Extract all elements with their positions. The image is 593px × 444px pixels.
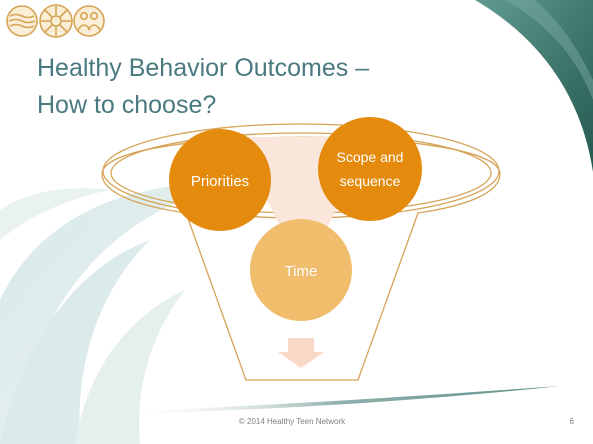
corner-decoration-highlight bbox=[505, 0, 593, 100]
circle-label-scope-line-2: sequence bbox=[340, 173, 401, 189]
swirl-decoration bbox=[0, 240, 150, 444]
circle-label-scope-line-1: Scope and bbox=[337, 149, 404, 165]
down-arrow-icon bbox=[278, 338, 324, 368]
circle-time bbox=[250, 219, 352, 321]
swirl-decoration bbox=[75, 290, 185, 444]
title-line-2: How to choose? bbox=[37, 91, 217, 119]
page-number: 6 bbox=[569, 417, 574, 426]
footer-line bbox=[120, 386, 560, 414]
circle-priorities bbox=[169, 129, 271, 231]
circle-label-time: Time bbox=[285, 263, 318, 280]
logo-icon bbox=[6, 4, 105, 38]
circle-scope-and-sequence bbox=[318, 117, 422, 221]
swirl-decoration bbox=[0, 182, 235, 444]
corner-decoration bbox=[475, 0, 593, 172]
swirl-decoration bbox=[0, 188, 110, 240]
circle-label-priorities: Priorities bbox=[191, 173, 249, 190]
page-title: Healthy Behavior Outcomes – How to choos… bbox=[37, 50, 457, 124]
footer-copyright: © 2014 Healthy Teen Network bbox=[238, 417, 346, 426]
title-line-1: Healthy Behavior Outcomes – bbox=[37, 54, 370, 82]
